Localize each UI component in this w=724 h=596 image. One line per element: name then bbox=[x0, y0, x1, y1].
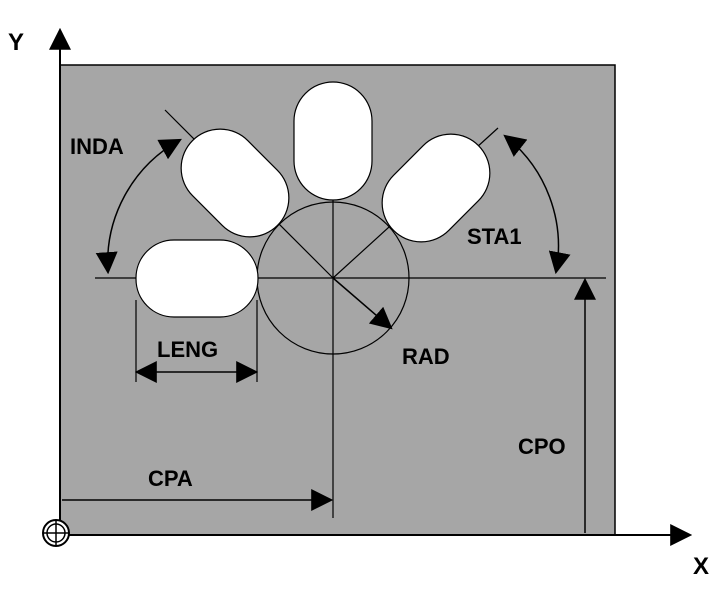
sta1-label: STA1 bbox=[467, 224, 522, 249]
slot-top bbox=[293, 81, 373, 201]
slot-left bbox=[135, 239, 259, 318]
rad-arrow bbox=[332, 277, 393, 330]
slot-upper-right bbox=[381, 133, 491, 243]
y-axis-label: Y bbox=[8, 29, 24, 56]
sta1-angle-arc bbox=[503, 134, 571, 275]
inda-angle-arc bbox=[95, 138, 182, 275]
rad-label: RAD bbox=[402, 344, 450, 369]
crosshair-circle-icon bbox=[42, 519, 70, 547]
slot-upper-left bbox=[180, 128, 290, 238]
cpo-label: CPO bbox=[518, 434, 566, 459]
leng-label: LENG bbox=[157, 337, 218, 362]
x-axis-label: X bbox=[693, 553, 709, 580]
inda-label: INDA bbox=[70, 134, 124, 159]
cpa-label: CPA bbox=[148, 466, 193, 491]
